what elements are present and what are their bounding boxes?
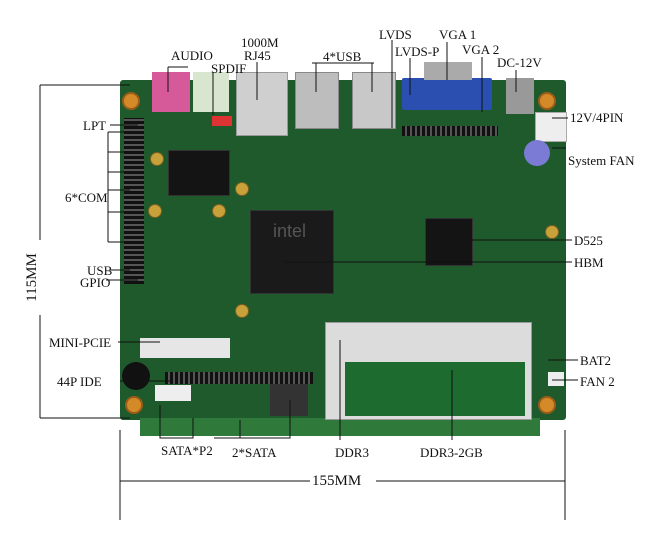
label-bat2: BAT2 bbox=[580, 353, 612, 368]
d525-cpu bbox=[425, 218, 473, 266]
dc-jack bbox=[506, 78, 534, 114]
screw bbox=[235, 304, 249, 318]
sata-power bbox=[155, 385, 191, 401]
label-4usb: 4*USB bbox=[323, 49, 362, 64]
label-ddr3: DDR3 bbox=[335, 445, 369, 460]
audio-jack-pink bbox=[152, 72, 190, 112]
label-spdif: SPDIF bbox=[211, 61, 247, 76]
rj45-port bbox=[236, 72, 288, 136]
vga-shell bbox=[424, 62, 472, 80]
vga-port bbox=[402, 78, 492, 110]
fan2-header bbox=[548, 372, 564, 386]
label-lpt: LPT bbox=[83, 118, 107, 133]
label-vga1: VGA 1 bbox=[439, 27, 477, 42]
hbm-chip: intel bbox=[250, 210, 334, 294]
mount-hole bbox=[538, 92, 556, 110]
mount-hole bbox=[125, 396, 143, 414]
label-rj45: RJ45 bbox=[244, 48, 271, 63]
ddr3-module bbox=[345, 362, 525, 416]
label-d525: D525 bbox=[574, 233, 603, 248]
battery bbox=[122, 362, 150, 390]
label-system-fan: System FAN bbox=[568, 153, 635, 168]
intel-logo: intel bbox=[273, 221, 307, 241]
spdif-header bbox=[212, 116, 232, 126]
label-dc12v: DC-12V bbox=[497, 55, 542, 70]
label-gpio: GPIO bbox=[80, 275, 111, 290]
label-12v-4pin: 12V/4PIN bbox=[570, 110, 624, 125]
screw bbox=[545, 225, 559, 239]
sata-connector bbox=[270, 384, 308, 416]
dimension-width: 155MM bbox=[312, 473, 362, 489]
label-hbm: HBM bbox=[574, 255, 604, 270]
screw bbox=[150, 152, 164, 166]
label-usb: USB bbox=[87, 263, 113, 278]
label-mini-pcie: MINI-PCIE bbox=[49, 335, 112, 350]
usb-port-2 bbox=[352, 72, 396, 129]
label-lvds-p: LVDS-P bbox=[395, 44, 440, 59]
label-6com: 6*COM bbox=[65, 190, 108, 205]
ide-header bbox=[165, 372, 313, 384]
label-fan2: FAN 2 bbox=[580, 374, 615, 389]
label-vga2: VGA 2 bbox=[462, 42, 500, 57]
io-chip bbox=[168, 150, 230, 196]
capacitor bbox=[524, 140, 550, 166]
label-2sata: 2*SATA bbox=[232, 445, 277, 460]
power-4pin bbox=[535, 112, 567, 142]
audio-jack-green bbox=[193, 72, 229, 112]
usb-port-1 bbox=[295, 72, 339, 129]
mount-hole bbox=[538, 396, 556, 414]
label-44p-ide: 44P IDE bbox=[57, 374, 102, 389]
screw bbox=[148, 204, 162, 218]
screw bbox=[212, 204, 226, 218]
label-lvds: LVDS bbox=[379, 27, 412, 42]
label-sata-p2: SATA*P2 bbox=[161, 443, 213, 458]
label-ddr3-2gb: DDR3-2GB bbox=[420, 445, 483, 460]
screw bbox=[235, 182, 249, 196]
mount-hole bbox=[122, 92, 140, 110]
label-1000m: 1000M bbox=[241, 35, 279, 50]
label-audio: AUDIO bbox=[171, 48, 213, 63]
mini-pcie-slot bbox=[140, 338, 230, 358]
lvds-header bbox=[402, 126, 498, 136]
dimension-height: 115MM bbox=[23, 253, 40, 302]
